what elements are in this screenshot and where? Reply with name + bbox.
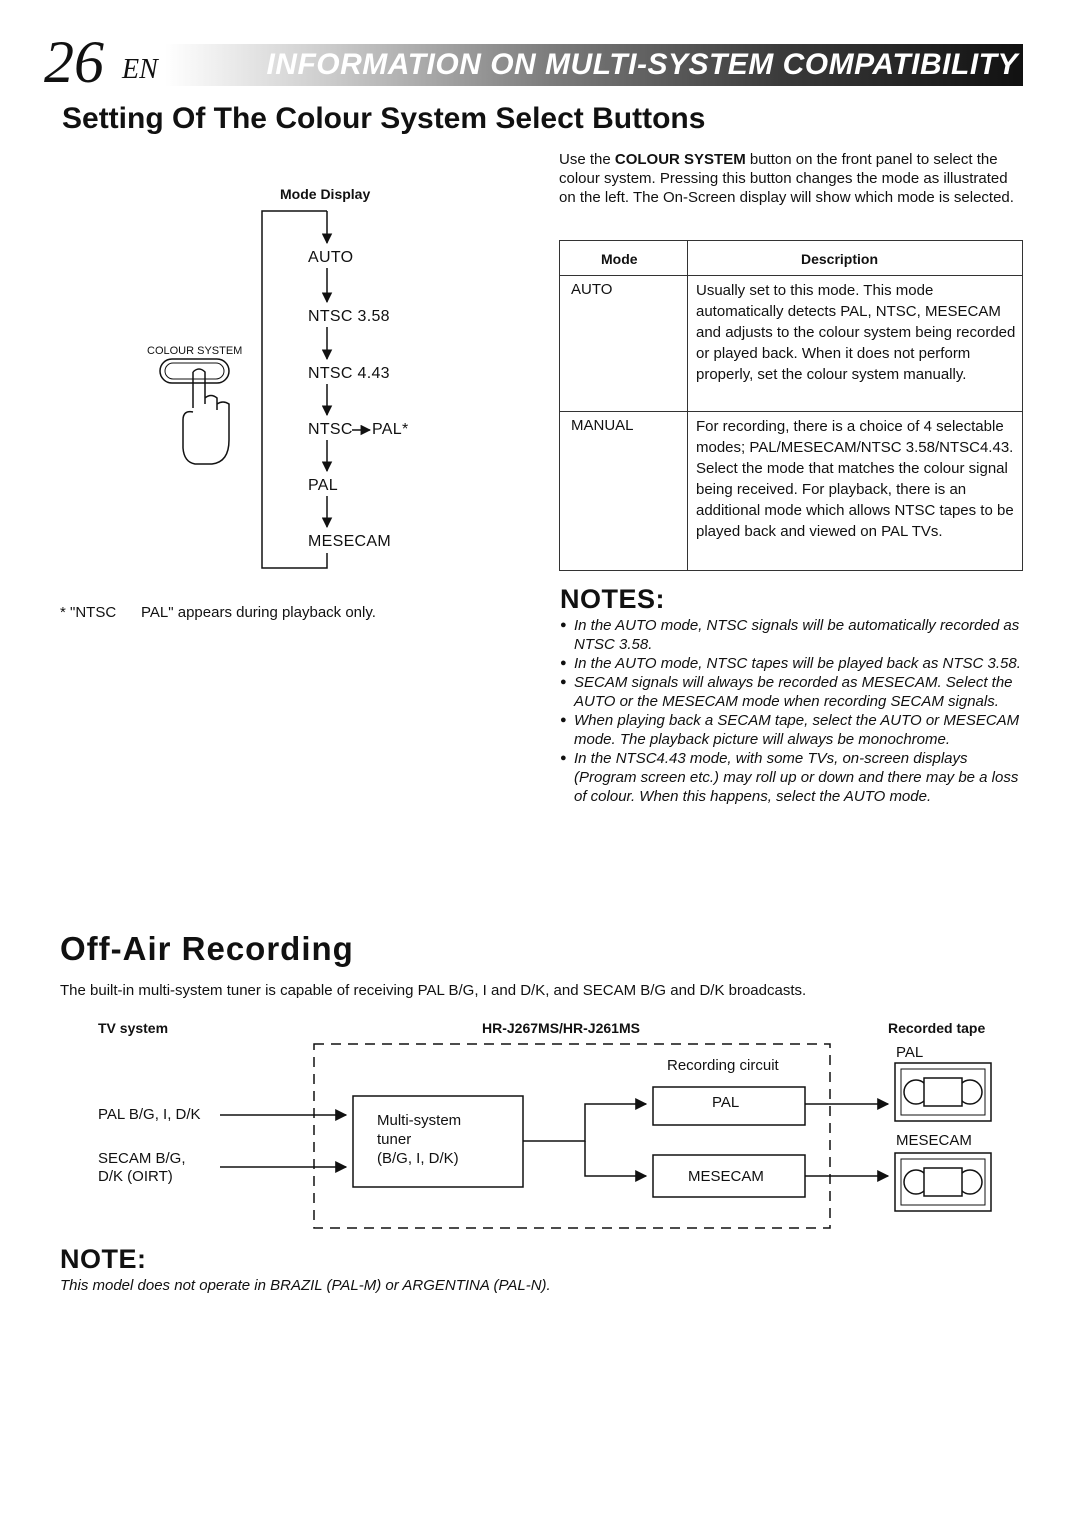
input-pal-label: PAL B/G, I, D/K xyxy=(98,1106,201,1123)
mode-ntsc-pal-pal: PAL* xyxy=(372,421,409,438)
mode-cycle-diagram xyxy=(159,210,372,569)
mode-mesecam: MESECAM xyxy=(308,533,391,550)
input-secam-label-2: D/K (OIRT) xyxy=(98,1168,173,1185)
language-code: EN xyxy=(122,54,158,85)
intro-colour-system: COLOUR SYSTEM xyxy=(614,151,746,168)
section-title-off-air: Off-Air Recording xyxy=(60,930,354,967)
tuner-label-2: tuner xyxy=(377,1131,412,1148)
notes-title: NOTES: xyxy=(560,584,666,614)
off-air-description: The built-in multi-system tuner is capab… xyxy=(60,982,807,999)
mode-ntsc-443: NTSC 4.43 xyxy=(308,365,390,382)
intro-text-end: button on the front panel to select the … xyxy=(559,151,1014,206)
table-row-manual-mode: MANUAL xyxy=(571,417,634,434)
tuner-label-1: Multi-system xyxy=(377,1112,462,1129)
mode-pal: PAL xyxy=(308,477,338,494)
tuner-label-3: (B/G, I, D/K) xyxy=(377,1150,459,1167)
notes-list: ●In the AUTO mode, NTSC signals will be … xyxy=(560,616,1026,806)
hand-icon xyxy=(182,368,230,465)
mode-loop-line xyxy=(261,210,328,569)
model-label: HR-J267MS/HR-J261MS xyxy=(482,1020,640,1036)
table-row-auto-description: Usually set to this mode. This mode auto… xyxy=(696,282,1016,383)
mode-table: Mode Description AUTO Usually set to thi… xyxy=(559,240,1023,571)
note-item: ●SECAM signals will always be recorded a… xyxy=(560,674,1013,710)
note-item: ●In the AUTO mode, NTSC signals will be … xyxy=(560,617,1020,653)
mesecam-tape-icon xyxy=(894,1152,992,1212)
note-title: NOTE: xyxy=(60,1244,147,1274)
pal-tape-icon xyxy=(894,1062,992,1122)
note-item: ●In the AUTO mode, NTSC tapes will be pl… xyxy=(560,655,1021,672)
mode-ntsc-358: NTSC 3.58 xyxy=(308,308,390,325)
section-title-colour-system: Setting Of The Colour System Select Butt… xyxy=(62,102,706,135)
table-row-manual-description: For recording, there is a choice of 4 se… xyxy=(696,418,1014,540)
header-title: INFORMATION ON MULTI-SYSTEM COMPATIBILIT… xyxy=(266,48,1018,81)
recorded-tape-label: Recorded tape xyxy=(888,1020,986,1036)
mode-auto: AUTO xyxy=(308,249,354,266)
tv-system-label: TV system xyxy=(98,1020,169,1036)
note-text: This model does not operate in BRAZIL (P… xyxy=(60,1277,551,1294)
recorder-boundary xyxy=(313,1043,831,1229)
footnote-prefix: * "NTSC xyxy=(60,604,117,621)
tape-mesecam-label: MESECAM xyxy=(896,1132,972,1149)
table-header-description: Description xyxy=(801,251,879,267)
footnote-suffix: PAL" appears during playback only. xyxy=(141,604,376,621)
mode-display-label: Mode Display xyxy=(280,186,371,202)
intro-paragraph: Use the COLOUR SYSTEM button on the fron… xyxy=(559,150,1024,207)
pal-circuit-label: PAL xyxy=(712,1094,740,1111)
mesecam-circuit-label: MESECAM xyxy=(688,1168,764,1185)
page-number: 26 xyxy=(44,29,104,95)
header-bar xyxy=(165,44,1023,86)
input-secam-label-1: SECAM B/G, xyxy=(98,1150,186,1167)
note-item: ●In the NTSC4.43 mode, with some TVs, on… xyxy=(560,750,1019,805)
table-header-mode: Mode xyxy=(601,251,638,267)
table-row-auto-mode: AUTO xyxy=(571,281,613,298)
pal-circuit-box xyxy=(652,1086,806,1126)
tape-pal-label: PAL xyxy=(896,1044,924,1061)
mesecam-circuit-box xyxy=(652,1154,806,1198)
tuner-box xyxy=(352,1095,524,1188)
mode-ntsc-pal-ntsc: NTSC xyxy=(308,421,353,438)
intro-text-start: Use the xyxy=(559,151,615,168)
note-item: ●When playing back a SECAM tape, select … xyxy=(560,712,1020,748)
recording-circuit-label: Recording circuit xyxy=(667,1057,779,1074)
colour-system-label: COLOUR SYSTEM xyxy=(147,345,243,357)
off-air-diagram xyxy=(220,1043,992,1229)
